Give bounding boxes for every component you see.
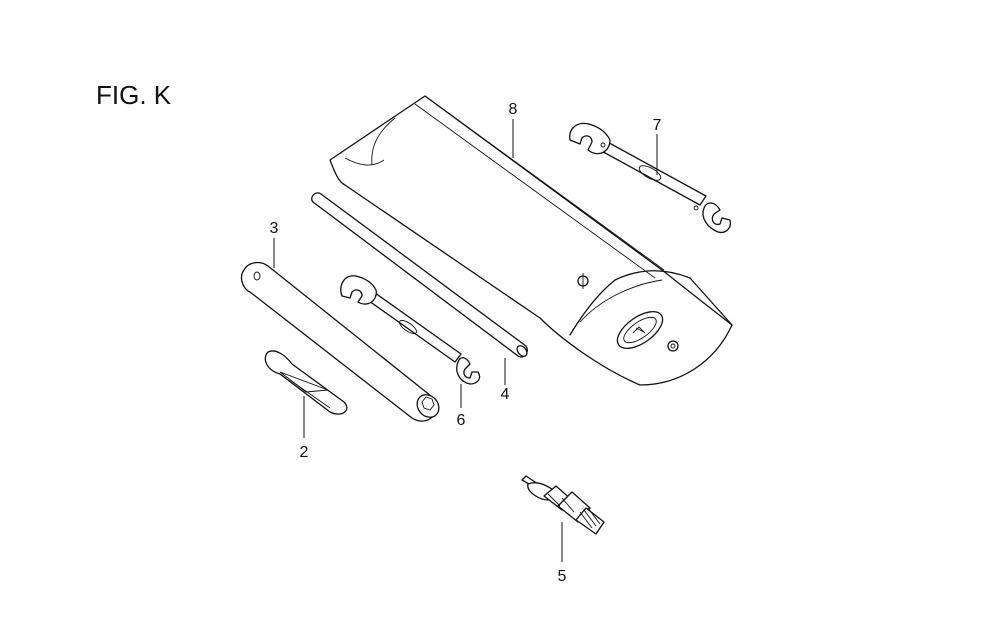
part-4-handle-bar <box>311 192 528 358</box>
part-6-wrench <box>340 275 481 385</box>
callout-4: 4 <box>501 386 510 403</box>
part-8-tool-bag <box>329 95 733 386</box>
part-7-wrench <box>569 122 732 234</box>
part-3-box-wrench <box>240 261 440 422</box>
callout-3: 3 <box>270 220 279 237</box>
callout-7: 7 <box>653 117 662 134</box>
figure-title: FIG. K <box>96 80 172 110</box>
part-5-spark-plug <box>521 475 605 535</box>
callout-2: 2 <box>300 444 309 461</box>
callout-5: 5 <box>558 568 567 585</box>
part-2-screwdriver <box>264 350 348 415</box>
callout-8: 8 <box>509 101 518 118</box>
callout-6: 6 <box>457 412 466 429</box>
